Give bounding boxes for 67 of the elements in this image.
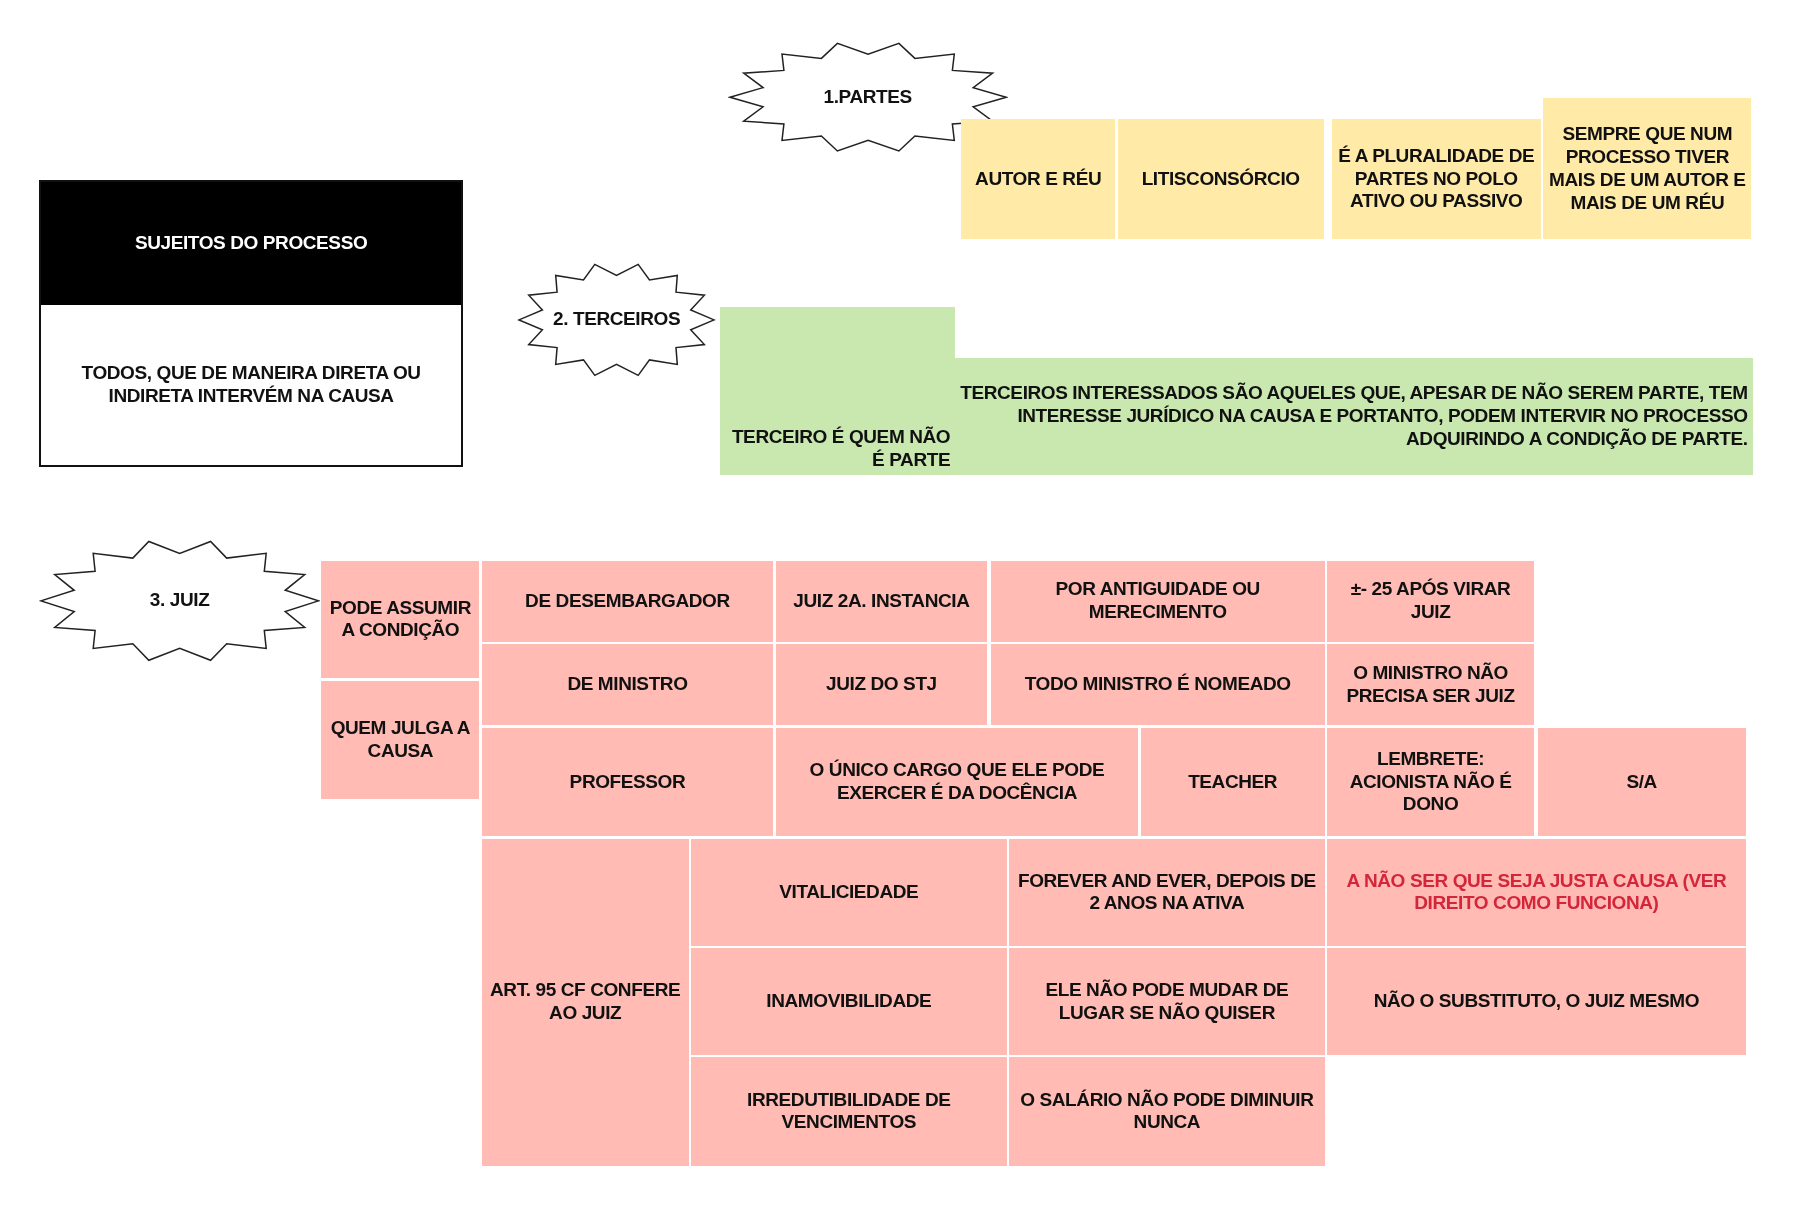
note-box <box>1327 948 1746 1055</box>
section-heading: 2. TERCEIROS <box>553 308 681 332</box>
note-text: DE MINISTRO <box>567 673 688 697</box>
card-header: SUJEITOS DO PROCESSO <box>40 181 462 306</box>
note-text: JUIZ 2A. INSTANCIA <box>793 589 970 613</box>
note-box <box>481 560 774 642</box>
note-text: TERCEIROS INTERESSADOS SÃO AQUELES QUE, APESAR DE NÃO SEREM PARTE, TEM INTERESSE JURÍDICO NA CAUSA E PORTANTO, PODEM INTERVIR NO PROCESSO ADQUIRINDO A CONDIÇÃO DE PARTE. <box>960 382 1748 451</box>
note-box <box>990 560 1325 642</box>
note-box <box>1327 838 1746 947</box>
note-box <box>955 358 1753 475</box>
note-box <box>1327 727 1535 837</box>
note-box <box>990 644 1325 726</box>
note-box <box>1009 838 1325 947</box>
note-text: TODO MINISTRO É NOMEADO <box>1024 673 1291 697</box>
note-box <box>775 560 988 642</box>
note-box <box>1117 118 1324 240</box>
note-text: NÃO O SUBSTITUTO, O JUIZ MESMO <box>1373 990 1700 1013</box>
section-heading: 3. JUIZ <box>149 589 210 612</box>
note-text: É A PLURALIDADE DE PARTES NO POLO ATIVO OU PASSIVO <box>1337 144 1536 214</box>
note-box <box>775 644 988 726</box>
note-text: PROFESSOR <box>569 770 686 794</box>
note-text: ±- 25 APÓS VIRAR JUIZ <box>1349 578 1512 624</box>
note-box <box>1327 644 1535 726</box>
note-text: O SALÁRIO NÃO PODE DIMINUIR NUNCA <box>1019 1088 1315 1135</box>
note-text: VITALICIEDADE <box>779 880 919 904</box>
note-text: SEMPRE QUE NUM PROCESSO TIVER MAIS DE UM AUTOR E MAIS DE UM RÉU <box>1548 123 1747 215</box>
note-text: ART. 95 CF CONFERE AO JUIZ <box>489 979 682 1025</box>
note-text: QUEM JULGA A CAUSA <box>329 716 472 763</box>
note-box <box>1009 948 1325 1055</box>
note-text: LITISCONSÓRCIO <box>1141 167 1300 191</box>
note-box <box>481 838 689 1166</box>
note-text: PODE ASSUMIR A CONDIÇÃO <box>328 596 472 643</box>
note-box <box>690 948 1007 1055</box>
note-box <box>481 644 774 726</box>
note-box <box>321 680 480 799</box>
note-text: FOREVER AND EVER, DEPOIS DE 2 ANOS NA ATIVA <box>1016 869 1317 916</box>
card-text: TODOS, QUE DE MANEIRA DIRETA OU INDIRETA INTERVÉM NA CAUSA <box>80 361 422 408</box>
definition-card <box>38 179 464 467</box>
note-box <box>775 727 1139 837</box>
note-box <box>481 727 774 837</box>
note-text: INAMOVIBILIDADE <box>766 990 932 1013</box>
note-box <box>1537 727 1746 837</box>
note-text: TERCEIRO É QUEM NÃO É PARTE <box>730 426 951 472</box>
note-box <box>719 306 956 475</box>
note-box <box>1009 1057 1325 1166</box>
note-box <box>1327 560 1535 642</box>
note-text: DE DESEMBARGADOR <box>525 589 730 613</box>
note-text: O MINISTRO NÃO PRECISA SER JUIZ <box>1345 661 1516 708</box>
note-text: ELE NÃO PODE MUDAR DE LUGAR SE NÃO QUISER <box>1044 978 1290 1025</box>
note-text: JUIZ DO STJ <box>826 673 937 697</box>
note-text: A NÃO SER QUE SEJA JUSTA CAUSA (VER DIREITO COMO FUNCIONA) <box>1345 869 1728 916</box>
section-heading: 1.PARTES <box>823 85 912 109</box>
note-text: S/A <box>1626 770 1657 794</box>
note-text: TEACHER <box>1188 770 1278 794</box>
note-box <box>960 118 1116 240</box>
starburst-shape <box>727 40 1008 155</box>
note-text: AUTOR E RÉU <box>975 167 1102 191</box>
note-box <box>690 838 1007 947</box>
note-text: LEMBRETE: ACIONISTA NÃO É DONO <box>1348 747 1513 817</box>
note-box <box>321 560 480 679</box>
note-text: POR ANTIGUIDADE OU MERECIMENTO <box>1054 578 1261 624</box>
note-text: IRREDUTIBILIDADE DE VENCIMENTOS <box>746 1088 952 1135</box>
note-box <box>690 1057 1007 1166</box>
note-box <box>1331 118 1541 240</box>
note-box <box>1140 727 1325 837</box>
note-text: O ÚNICO CARGO QUE ELE PODE EXERCER É DA DOCÊNCIA <box>808 759 1106 805</box>
note-box <box>1543 98 1752 240</box>
